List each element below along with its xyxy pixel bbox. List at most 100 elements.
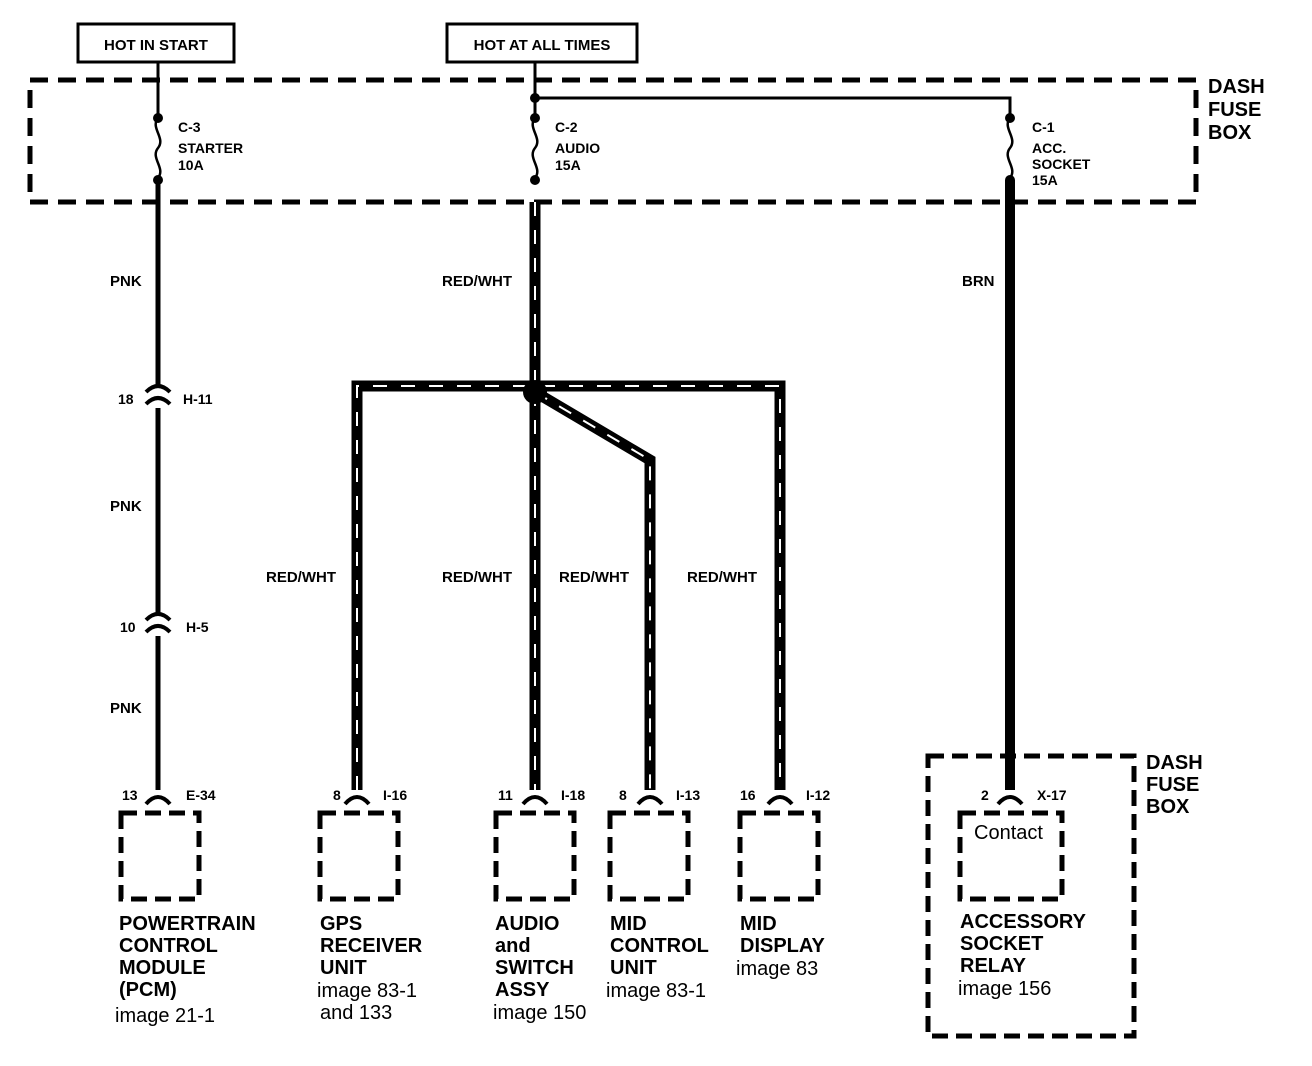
svg-text:SWITCH: SWITCH (495, 957, 574, 979)
svg-text:PNK: PNK (110, 273, 142, 290)
svg-text:ACC.: ACC. (1032, 140, 1066, 156)
mid-display-box (737, 810, 821, 902)
svg-text:15A: 15A (1032, 172, 1058, 188)
svg-text:RED/WHT: RED/WHT (687, 569, 757, 586)
svg-text:image 83: image 83 (736, 958, 818, 980)
svg-text:H-5: H-5 (186, 619, 209, 635)
svg-text:RELAY: RELAY (960, 955, 1027, 977)
svg-text:UNIT: UNIT (610, 957, 657, 979)
mid-control-label: MID CONTROL UNIT image 83-1 (606, 913, 709, 1002)
svg-text:DISPLAY: DISPLAY (740, 935, 826, 957)
svg-text:RED/WHT: RED/WHT (442, 569, 512, 586)
svg-text:and: and (495, 935, 531, 957)
svg-text:RED/WHT: RED/WHT (266, 569, 336, 586)
svg-text:11: 11 (498, 787, 513, 803)
svg-text:10: 10 (120, 619, 136, 635)
svg-text:I-12: I-12 (806, 787, 830, 803)
connector-e34: 13 E-34 (122, 787, 216, 806)
svg-text:SOCKET: SOCKET (1032, 156, 1091, 172)
lower-dash-fuse-box-outline (925, 753, 1137, 1039)
gps-receiver-box (317, 810, 401, 902)
svg-text:CONTROL: CONTROL (119, 935, 218, 957)
svg-text:BRN: BRN (962, 273, 995, 290)
svg-text:10A: 10A (178, 157, 204, 173)
connector-h11: 18 H-11 (118, 384, 213, 407)
svg-text:DASH: DASH (1146, 752, 1203, 774)
svg-text:18: 18 (118, 391, 134, 407)
hot-in-start-box: HOT IN START (76, 22, 236, 64)
svg-text:PNK: PNK (110, 700, 142, 717)
dash-fuse-box-label: DASH FUSE BOX (1208, 76, 1265, 144)
svg-text:FUSE: FUSE (1208, 99, 1261, 121)
svg-text:2: 2 (981, 787, 989, 803)
svg-text:I-18: I-18 (561, 787, 585, 803)
svg-text:I-16: I-16 (383, 787, 407, 803)
svg-text:X-17: X-17 (1037, 787, 1067, 803)
svg-text:RED/WHT: RED/WHT (442, 273, 512, 290)
svg-text:SOCKET: SOCKET (960, 933, 1043, 955)
audio-switch-box (493, 810, 577, 902)
svg-text:C-1: C-1 (1032, 119, 1055, 135)
fuse-c2: C-2 AUDIO 15A (530, 113, 600, 185)
fuse-c1: C-1 ACC. SOCKET 15A (1005, 113, 1091, 188)
svg-text:STARTER: STARTER (178, 140, 243, 156)
svg-text:image 21-1: image 21-1 (115, 1005, 215, 1027)
hot-at-all-times-box: HOT AT ALL TIMES (445, 22, 639, 64)
svg-text:image 83-1: image 83-1 (317, 980, 417, 1002)
svg-text:PNK: PNK (110, 498, 142, 515)
mid-control-box (607, 810, 691, 902)
svg-text:8: 8 (333, 787, 341, 803)
connector-i18: 11 I-18 (498, 787, 585, 806)
svg-text:AUDIO: AUDIO (555, 140, 600, 156)
accessory-relay-box (957, 810, 1065, 902)
svg-text:(PCM): (PCM) (119, 979, 177, 1001)
svg-text:UNIT: UNIT (320, 957, 367, 979)
svg-text:15A: 15A (555, 157, 581, 173)
svg-text:BOX: BOX (1146, 796, 1190, 818)
svg-text:CONTROL: CONTROL (610, 935, 709, 957)
svg-text:ACCESSORY: ACCESSORY (960, 911, 1087, 933)
svg-text:ASSY: ASSY (495, 979, 550, 1001)
splice-point (523, 380, 547, 404)
svg-text:C-3: C-3 (178, 119, 201, 135)
svg-text:MODULE: MODULE (119, 957, 206, 979)
connector-i12: 16 I-12 (740, 787, 830, 806)
connector-i13: 8 I-13 (619, 787, 700, 806)
svg-text:image 156: image 156 (958, 978, 1051, 1000)
svg-text:16: 16 (740, 787, 756, 803)
svg-text:image 83-1: image 83-1 (606, 980, 706, 1002)
svg-text:HOT IN START: HOT IN START (104, 37, 208, 54)
svg-text:RED/WHT: RED/WHT (559, 569, 629, 586)
audio-switch-label: AUDIO and SWITCH ASSY image 150 (493, 913, 586, 1024)
pcm-label: POWERTRAIN CONTROL MODULE (PCM) image 21… (115, 913, 256, 1027)
svg-text:DASH: DASH (1208, 76, 1265, 98)
connector-h5: 10 H-5 (120, 612, 209, 635)
svg-text:BOX: BOX (1208, 122, 1252, 144)
pcm-box (118, 810, 202, 902)
svg-text:GPS: GPS (320, 913, 362, 935)
lower-dash-fuse-box-label: DASH FUSE BOX (1146, 752, 1203, 818)
mid-display-label: MID DISPLAY image 83 (736, 913, 826, 980)
svg-text:AUDIO: AUDIO (495, 913, 559, 935)
svg-text:image 150: image 150 (493, 1002, 586, 1024)
svg-text:8: 8 (619, 787, 627, 803)
svg-text:MID: MID (610, 913, 647, 935)
fuse-c3: C-3 STARTER 10A (153, 113, 243, 185)
svg-text:C-2: C-2 (555, 119, 578, 135)
svg-text:I-13: I-13 (676, 787, 700, 803)
connector-x17: 2 X-17 (981, 787, 1067, 806)
svg-text:MID: MID (740, 913, 777, 935)
connector-i16: 8 I-16 (333, 787, 407, 806)
gps-receiver-label: GPS RECEIVER UNIT image 83-1 and 133 (317, 913, 423, 1024)
svg-text:FUSE: FUSE (1146, 774, 1199, 796)
svg-text:HOT AT ALL TIMES: HOT AT ALL TIMES (474, 37, 611, 54)
accessory-relay-label: ACCESSORY SOCKET RELAY image 156 (958, 911, 1087, 1000)
svg-text:and 133: and 133 (320, 1002, 392, 1024)
red-wht-wires (351, 202, 786, 790)
svg-text:POWERTRAIN: POWERTRAIN (119, 913, 256, 935)
svg-text:RECEIVER: RECEIVER (320, 935, 423, 957)
svg-text:H-11: H-11 (183, 391, 213, 407)
svg-text:13: 13 (122, 787, 138, 803)
svg-text:E-34: E-34 (186, 787, 216, 803)
